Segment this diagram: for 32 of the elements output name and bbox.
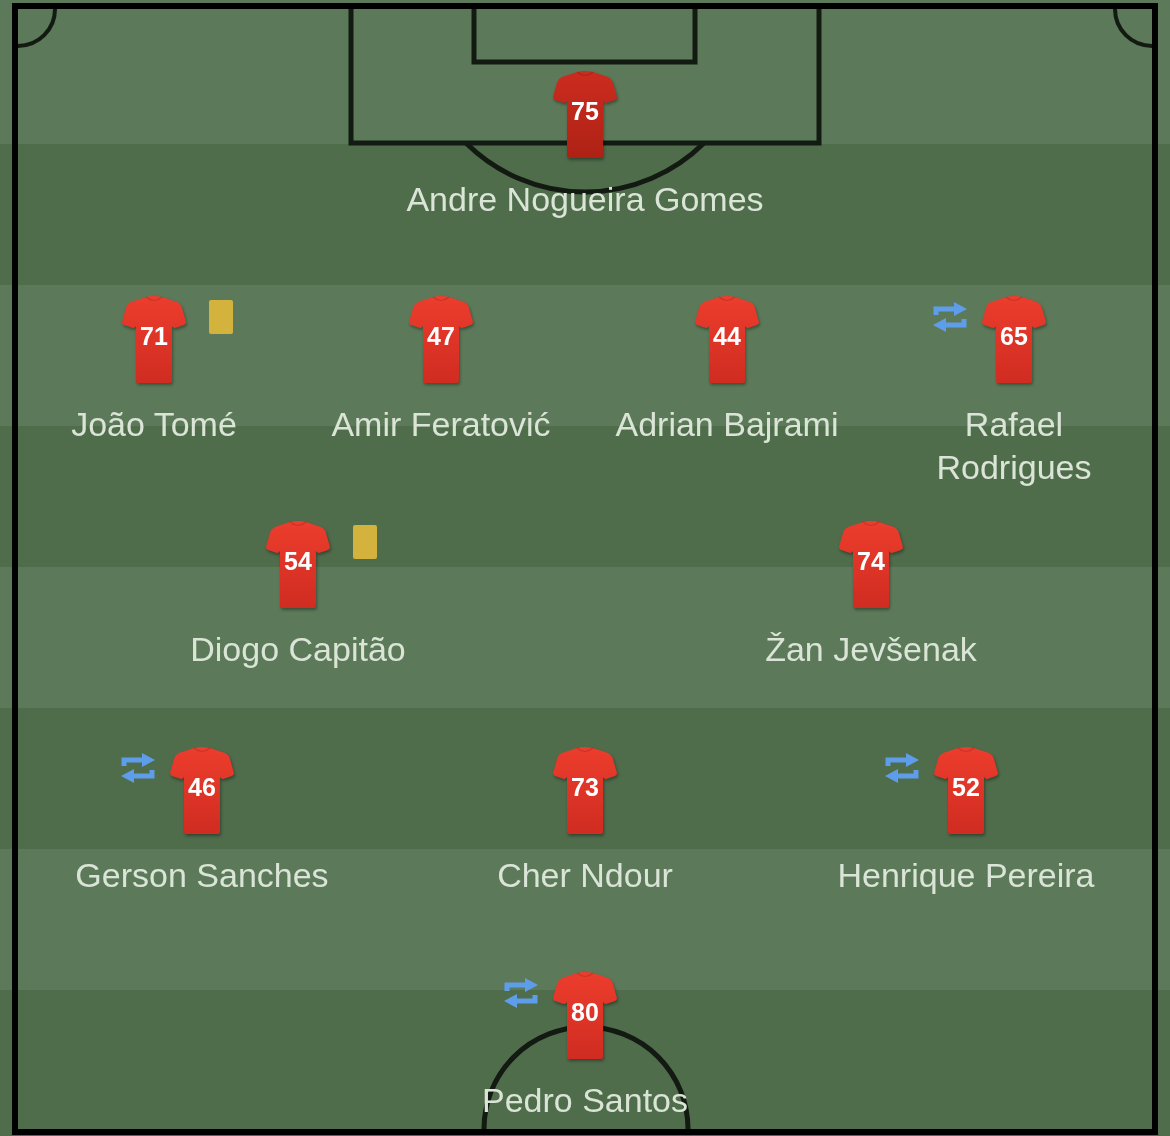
shirt-number: 80: [570, 997, 600, 1027]
shirt-number: 44: [712, 321, 742, 351]
player-shirt: [553, 746, 617, 836]
player-shirt: [266, 520, 330, 610]
shirt-number: 74: [856, 546, 886, 576]
player-shirt: [170, 746, 234, 836]
shirt-number: 65: [999, 321, 1029, 351]
player-name: Adrian Bajrami: [614, 404, 840, 445]
shirt-number: 52: [951, 772, 981, 802]
shirt-number: 73: [570, 772, 600, 802]
player-shirt: [934, 746, 998, 836]
shirt-number: 46: [187, 772, 217, 802]
shirt-number: 75: [570, 96, 600, 126]
player-shirt: [553, 971, 617, 1061]
player-name: Amir Feratović: [330, 404, 552, 445]
shirt-number: 71: [139, 321, 169, 351]
player-name: João Tomé: [70, 404, 238, 445]
player-shirt: [553, 70, 617, 160]
player-name: Žan Jevšenak: [764, 629, 978, 670]
shirt-number: 54: [283, 546, 313, 576]
player-shirt: [695, 295, 759, 385]
player-name: Gerson Sanches: [74, 855, 330, 896]
player-name: Henrique Pereira: [836, 855, 1096, 896]
player-shirt: [409, 295, 473, 385]
player-name: Cher Ndour: [496, 855, 674, 896]
player-shirt: [839, 520, 903, 610]
player-shirt: [982, 295, 1046, 385]
player-name: Rafael Rodrigues: [935, 404, 1093, 488]
player-name: Diogo Capitão: [189, 629, 407, 670]
shirt-number: 47: [426, 321, 456, 351]
player-shirt: [122, 295, 186, 385]
player-name: Andre Nogueira Gomes: [405, 179, 765, 220]
